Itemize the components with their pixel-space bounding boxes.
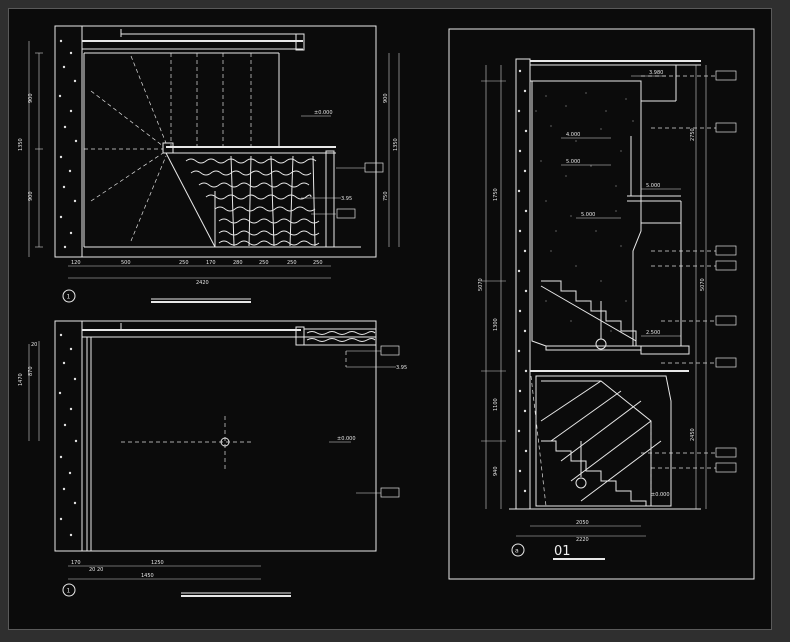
svg-text:±0.000: ±0.000	[337, 436, 356, 442]
svg-text:170: 170	[71, 560, 81, 566]
svg-text:1350: 1350	[393, 138, 399, 151]
svg-text:5.000: 5.000	[566, 159, 580, 165]
svg-text:750: 750	[383, 191, 389, 201]
stair-section-elevation: 3.980 4.000 5.000 5.000 5.000 2.500 ±0.0…	[448, 28, 755, 580]
svg-text:a: a	[515, 548, 519, 555]
svg-text:20 20: 20 20	[89, 567, 103, 573]
svg-text:2420: 2420	[196, 280, 209, 286]
elevation-title: 01	[554, 544, 571, 559]
svg-text:1: 1	[67, 588, 71, 595]
svg-text:2220: 2220	[576, 537, 589, 543]
svg-text:250: 250	[179, 260, 189, 266]
lower-stair-plan: ±0.000 3.95 870 1470 20 170 20 20 1250 1…	[18, 320, 407, 597]
svg-text:4.000: 4.000	[566, 132, 580, 138]
svg-text:5.000: 5.000	[581, 212, 595, 218]
svg-text:1100: 1100	[493, 398, 499, 411]
svg-text:900: 900	[383, 93, 389, 103]
svg-text:5070: 5070	[700, 278, 706, 291]
svg-text:1470: 1470	[18, 373, 24, 386]
svg-text:2050: 2050	[576, 520, 589, 526]
svg-text:500: 500	[121, 260, 131, 266]
svg-text:1750: 1750	[493, 188, 499, 201]
svg-text:±0.000: ±0.000	[314, 110, 333, 116]
cad-drawing: 3.95 ±0.000 900 900 1350 900 1350 750 12…	[18, 25, 755, 597]
svg-text:1450: 1450	[141, 573, 154, 579]
svg-text:250: 250	[313, 260, 323, 266]
upper-panel	[531, 80, 642, 347]
svg-text:2.500: 2.500	[646, 330, 660, 336]
svg-text:3.95: 3.95	[341, 196, 352, 202]
svg-text:250: 250	[259, 260, 269, 266]
svg-text:900: 900	[28, 93, 34, 103]
svg-text:3.980: 3.980	[649, 70, 663, 76]
svg-text:±0.000: ±0.000	[651, 492, 670, 498]
svg-text:280: 280	[233, 260, 243, 266]
svg-text:5.000: 5.000	[646, 183, 660, 189]
svg-text:2750: 2750	[690, 128, 696, 141]
svg-text:250: 250	[287, 260, 297, 266]
svg-text:1250: 1250	[151, 560, 164, 566]
panel-texture	[535, 92, 634, 332]
upper-stair-plan: 3.95 ±0.000 900 900 1350 900 1350 750 12…	[18, 25, 400, 303]
svg-text:1: 1	[67, 294, 71, 301]
wood-texture	[185, 155, 320, 247]
masonry-wall	[54, 25, 83, 258]
svg-text:3.95: 3.95	[396, 365, 407, 371]
drawing-sheet: 3.95 ±0.000 900 900 1350 900 1350 750 12…	[8, 8, 772, 630]
svg-text:5070: 5070	[478, 278, 484, 291]
svg-text:2450: 2450	[690, 428, 696, 441]
svg-text:1350: 1350	[18, 138, 24, 151]
svg-text:20: 20	[31, 342, 37, 348]
svg-text:1300: 1300	[493, 318, 499, 331]
svg-text:940: 940	[493, 466, 499, 476]
svg-text:870: 870	[28, 366, 34, 376]
svg-text:120: 120	[71, 260, 81, 266]
svg-text:170: 170	[206, 260, 216, 266]
elevation-leaders: 3.980 4.000 5.000 5.000 5.000 2.500 ±0.0…	[561, 70, 737, 498]
svg-text:900: 900	[28, 191, 34, 201]
wall-hatch	[58, 39, 78, 249]
